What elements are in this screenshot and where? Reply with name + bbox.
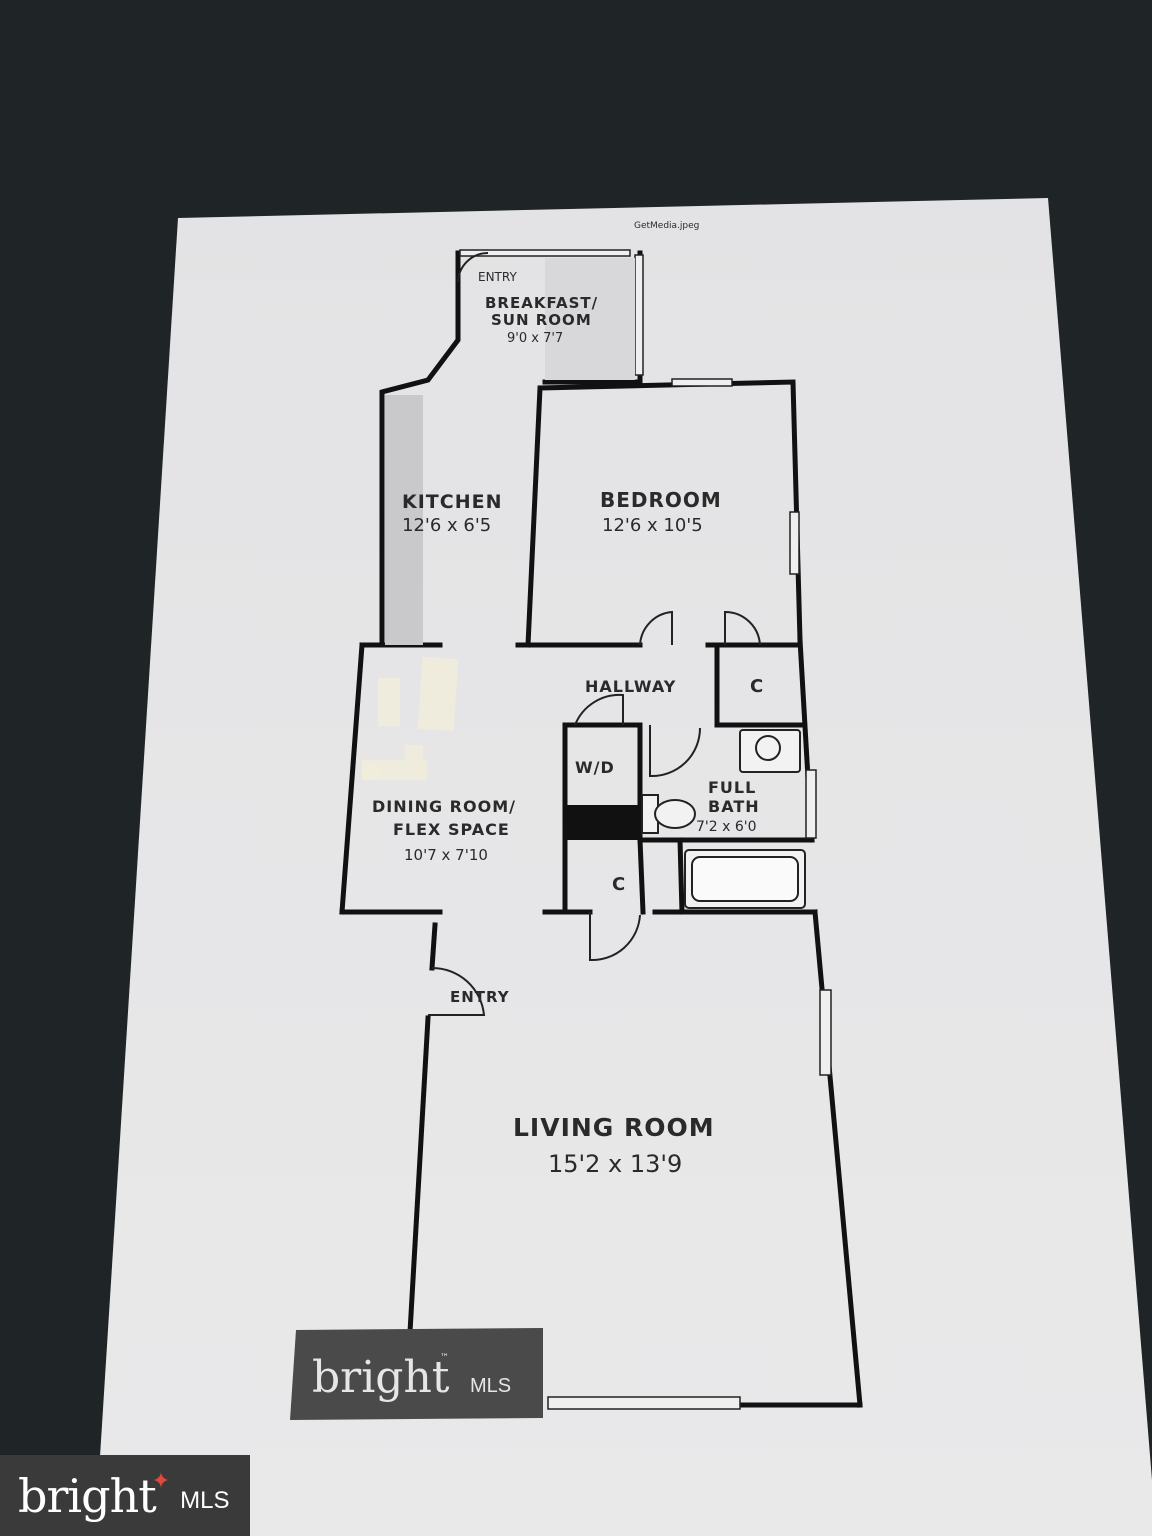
breakfast-label-1: BREAKFAST/	[485, 294, 598, 312]
tape-marks	[362, 656, 459, 780]
kitchen-label: KITCHEN	[402, 491, 502, 513]
bath-fixtures	[641, 729, 806, 909]
living-size: 15'2 x 13'9	[548, 1150, 682, 1178]
breakfast-label-2: SUN ROOM	[491, 311, 592, 329]
windows	[459, 249, 832, 1410]
kitchen-size: 12'6 x 6'5	[402, 515, 491, 536]
watermark-word: bright	[18, 1468, 157, 1523]
dining-label-2: FLEX SPACE	[393, 820, 510, 839]
closet-1-label: C	[750, 676, 764, 697]
paper-logo-tm: ™	[440, 1353, 449, 1363]
hallway-label: HALLWAY	[585, 677, 676, 696]
breakfast-size: 9'0 x 7'7	[507, 331, 563, 346]
spark-icon: ✦	[151, 1469, 171, 1494]
wd-block	[563, 805, 641, 840]
file-label: GetMedia.jpeg	[634, 221, 699, 231]
dining-size: 10'7 x 7'10	[404, 846, 488, 864]
paper-logo-suffix: MLS	[470, 1375, 511, 1397]
watermark-suffix: MLS	[180, 1486, 230, 1514]
watermark-logo: bright ✦ MLS	[0, 1455, 250, 1536]
bedroom-size: 12'6 x 10'5	[602, 515, 703, 536]
bath-size: 7'2 x 6'0	[696, 819, 757, 835]
paper-logo-word: bright	[312, 1352, 450, 1403]
bath-label-1: FULL	[708, 778, 756, 797]
dining-label-1: DINING ROOM/	[372, 797, 516, 816]
breakfast-counter	[545, 258, 635, 380]
entry-top-label: ENTRY	[478, 270, 517, 284]
entry-bottom-label: ENTRY	[450, 988, 510, 1006]
living-label: LIVING ROOM	[513, 1113, 715, 1142]
door-swings	[428, 252, 761, 1016]
paper-logo: bright MLS ™	[290, 1328, 543, 1420]
wd-label: W/D	[575, 758, 615, 777]
kitchen-counter	[385, 395, 423, 645]
closet-2-label: C	[612, 874, 626, 895]
bath-label-2: BATH	[708, 797, 760, 816]
paper-sheet	[95, 198, 1152, 1536]
bedroom-label: BEDROOM	[600, 488, 722, 512]
